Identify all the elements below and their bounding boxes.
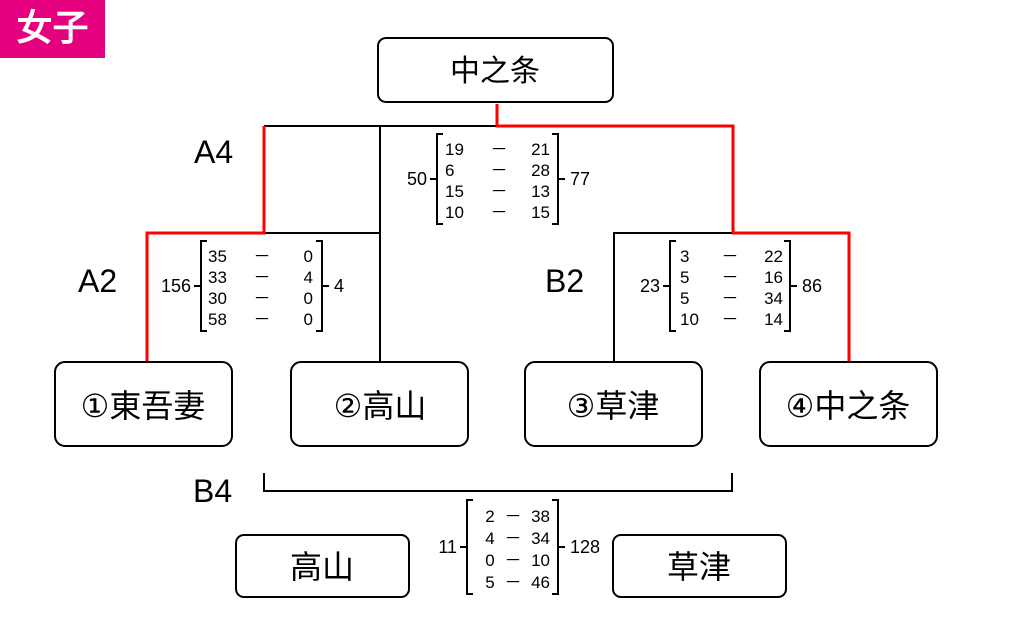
- champion-box: 中之条: [377, 37, 614, 103]
- score-left-value: 30: [208, 289, 227, 308]
- score-dash: －: [505, 573, 522, 592]
- score-dash: －: [505, 529, 522, 548]
- team-box-2: ②高山: [290, 361, 469, 447]
- score-dash: －: [722, 247, 739, 266]
- b4-right-team-box: 草津: [612, 534, 787, 598]
- score-right-value: 22: [764, 247, 783, 266]
- score-bracket-left: [436, 133, 443, 225]
- winner-line-a4-left: [145, 126, 266, 362]
- score-bracket-right: [552, 133, 559, 225]
- team-name: ②高山: [334, 387, 427, 425]
- score-bracket-right: [784, 240, 791, 332]
- score-left-value: 15: [445, 182, 464, 201]
- score-left-value: 4: [485, 529, 494, 548]
- champion-name: 中之条: [450, 54, 540, 89]
- bracket-line-a4-loser: [379, 125, 497, 362]
- score-right-value: 28: [531, 161, 550, 180]
- score-dash: －: [254, 268, 271, 287]
- score-right-value: 34: [531, 529, 550, 548]
- team-name: 草津: [667, 548, 731, 586]
- round-label-b4: B4: [193, 473, 232, 509]
- score-left-value: 6: [445, 161, 454, 180]
- score-total-right: 128: [570, 537, 600, 557]
- team-box-4: ④中之条: [759, 361, 938, 447]
- score-dash: －: [254, 310, 271, 329]
- score-right-value: 38: [531, 507, 550, 526]
- score-total-left: 50: [407, 169, 427, 189]
- score-right-value: 15: [531, 203, 550, 222]
- scoreboard-a4: 50 77 19 － 21 6 － 28 15 － 13 10 － 15: [407, 133, 590, 225]
- score-bracket-left: [466, 499, 473, 595]
- team-name: ④中之条: [786, 387, 911, 425]
- score-left-value: 2: [485, 507, 494, 526]
- score-bracket-right: [316, 240, 323, 332]
- score-right-value: 14: [764, 310, 783, 329]
- score-dash: －: [254, 247, 271, 266]
- team-box-3: ③草津: [524, 361, 703, 447]
- bracket-line-a2-right: [264, 232, 381, 362]
- score-right-value: 34: [764, 289, 783, 308]
- team-name: ③草津: [567, 387, 660, 425]
- score-right-value: 0: [304, 289, 313, 308]
- round-label-b2: B2: [545, 263, 584, 299]
- score-left-value: 5: [485, 573, 494, 592]
- score-bracket-right: [552, 499, 559, 595]
- score-dash: －: [505, 507, 522, 526]
- score-left-value: 10: [445, 203, 464, 222]
- team-name: ①東吾妻: [81, 387, 206, 425]
- score-left-value: 58: [208, 310, 227, 329]
- score-total-right: 4: [334, 276, 344, 296]
- score-dash: －: [254, 289, 271, 308]
- score-total-left: 156: [161, 276, 191, 296]
- score-dash: －: [491, 182, 508, 201]
- score-total-left: 23: [640, 276, 660, 296]
- scoreboard-b2: 23 86 3 － 22 5 － 16 5 － 34 10 － 14: [640, 240, 822, 332]
- score-left-value: 10: [680, 310, 699, 329]
- team-name: 高山: [290, 548, 354, 586]
- score-left-value: 33: [208, 268, 227, 287]
- score-left-value: 35: [208, 247, 227, 266]
- score-bracket-left: [200, 240, 207, 332]
- score-left-value: 3: [680, 247, 689, 266]
- score-left-value: 5: [680, 289, 689, 308]
- round-label-a2: A2: [78, 263, 117, 299]
- score-total-right: 77: [570, 169, 590, 189]
- score-dash: －: [505, 551, 522, 570]
- score-dash: －: [491, 203, 508, 222]
- bracket-line-b2-left: [613, 232, 733, 362]
- team-box-1: ①東吾妻: [54, 361, 233, 447]
- scoreboard-a2: 156 4 35 － 0 33 － 4 30 － 0 58 － 0: [161, 240, 344, 332]
- score-right-value: 10: [531, 551, 550, 570]
- score-right-value: 0: [304, 247, 313, 266]
- score-dash: －: [491, 140, 508, 159]
- score-left-value: 5: [680, 268, 689, 287]
- score-right-value: 4: [304, 268, 313, 287]
- b4-left-team-box: 高山: [235, 534, 410, 598]
- bracket-line-b4: [263, 473, 733, 492]
- score-dash: －: [491, 161, 508, 180]
- score-dash: －: [722, 268, 739, 287]
- category-tag: 女子: [0, 0, 105, 58]
- winner-line-a4: [495, 104, 851, 362]
- score-left-value: 19: [445, 140, 464, 159]
- score-dash: －: [722, 289, 739, 308]
- score-left-value: 0: [485, 551, 494, 570]
- score-right-value: 16: [764, 268, 783, 287]
- score-bracket-left: [669, 240, 676, 332]
- score-dash: －: [722, 310, 739, 329]
- score-right-value: 13: [531, 182, 550, 201]
- score-total-right: 86: [802, 276, 822, 296]
- score-right-value: 0: [304, 310, 313, 329]
- score-right-value: 21: [531, 140, 550, 159]
- score-right-value: 46: [531, 573, 550, 592]
- round-label-a4: A4: [194, 134, 233, 170]
- score-total-left: 11: [438, 537, 457, 557]
- scoreboard-b4: 11 128 2 － 38 4 － 34 0 － 10 5 － 46: [438, 499, 600, 595]
